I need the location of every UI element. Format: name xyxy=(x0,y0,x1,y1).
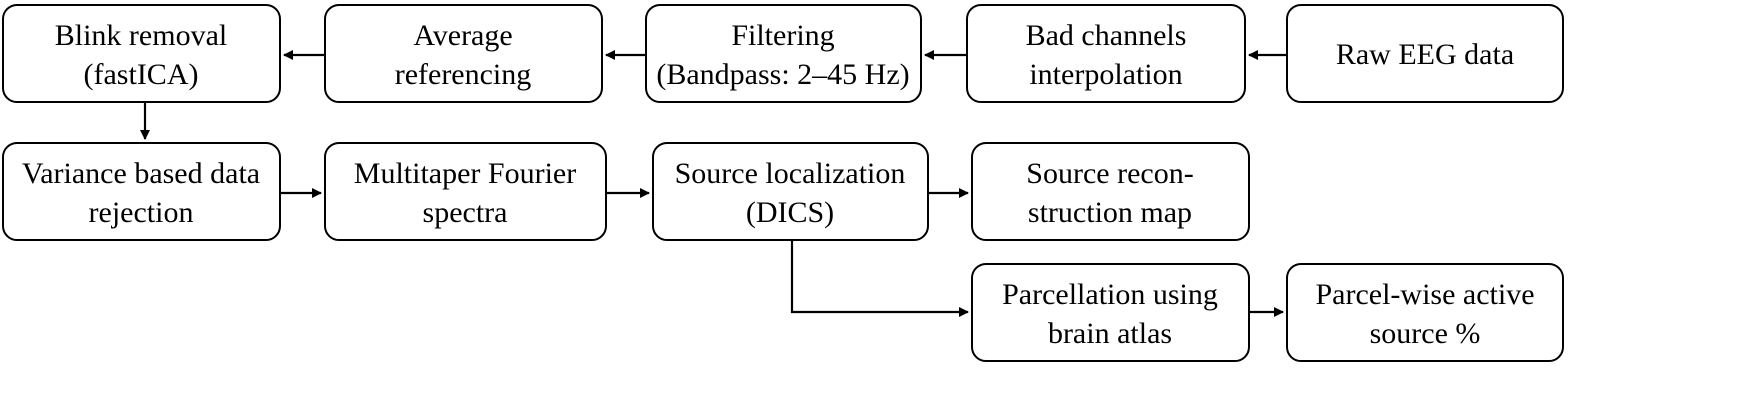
node-multitaper-line1: Multitaper Fourier xyxy=(354,157,576,190)
node-parcellation-line1: Parcellation using xyxy=(1002,278,1218,311)
node-variance-based-data-rejection: Variance based data rejection xyxy=(2,142,281,241)
node-recon-line1: Source recon- xyxy=(1026,157,1193,190)
node-avgref-line1: Average xyxy=(413,19,512,52)
node-source-localization: Source localization (DICS) xyxy=(652,142,929,241)
node-raw-eeg-data: Raw EEG data xyxy=(1286,4,1564,103)
node-source-reconstruction-map: Source recon- struction map xyxy=(971,142,1250,241)
node-variance-line1: Variance based data xyxy=(22,157,260,190)
node-source-line2: (DICS) xyxy=(746,196,834,229)
node-avgref-line2: referencing xyxy=(395,58,532,91)
node-filter-line2: (Bandpass: 2–45 Hz) xyxy=(656,58,909,91)
node-parcellation-line2: brain atlas xyxy=(1048,317,1172,350)
node-multitaper-fourier-spectra: Multitaper Fourier spectra xyxy=(324,142,607,241)
node-parcellation-using-brain-atlas: Parcellation using brain atlas xyxy=(971,263,1250,362)
node-variance-line2: rejection xyxy=(89,196,194,229)
node-recon-line2: struction map xyxy=(1028,196,1192,229)
arrow-source-to-parcellation xyxy=(790,240,969,317)
node-bad-channels-interpolation: Bad channels interpolation xyxy=(966,4,1246,103)
node-parcel-line1: Parcel-wise active xyxy=(1315,278,1534,311)
node-average-referencing: Average referencing xyxy=(324,4,603,103)
node-parcel-wise-active-source: Parcel-wise active source % xyxy=(1286,263,1564,362)
edges-layer xyxy=(140,50,1287,317)
node-multitaper-line2: spectra xyxy=(423,196,508,229)
node-badch-line2: interpolation xyxy=(1029,58,1182,91)
node-blink-removal: Blink removal (fastICA) xyxy=(2,4,281,103)
node-raw-line1: Raw EEG data xyxy=(1336,38,1514,71)
node-parcel-line2: source % xyxy=(1370,317,1481,350)
node-blink-line1: Blink removal xyxy=(55,19,227,52)
node-source-line1: Source localization xyxy=(675,157,906,190)
node-blink-line2: (fastICA) xyxy=(84,58,199,91)
node-filter-line1: Filtering xyxy=(731,19,834,52)
node-badch-line1: Bad channels xyxy=(1026,19,1187,52)
node-filtering: Filtering (Bandpass: 2–45 Hz) xyxy=(645,4,922,103)
